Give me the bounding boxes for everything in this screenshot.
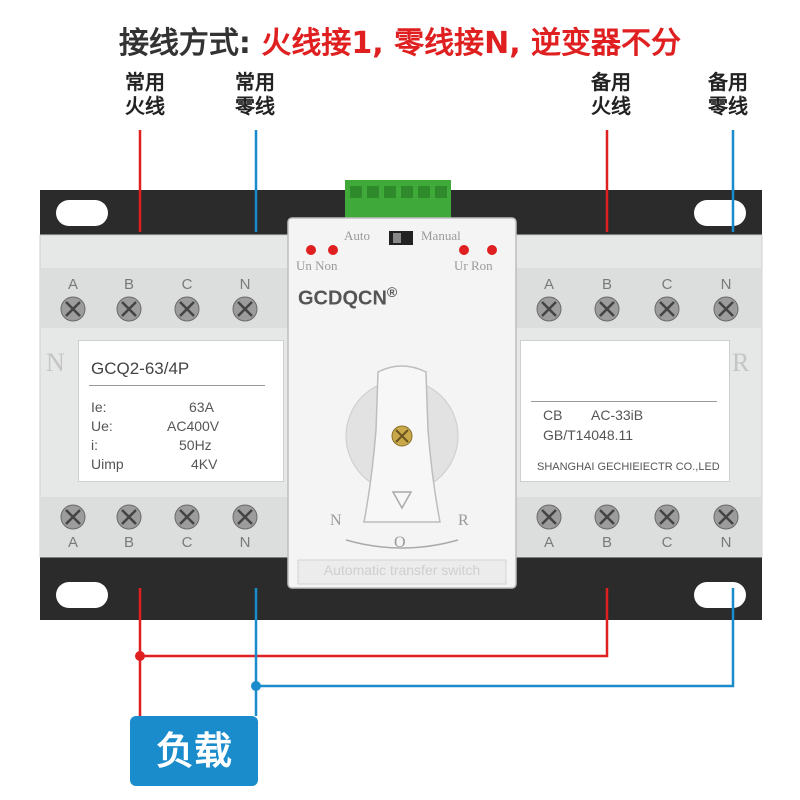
terminal-letter-tl-a: A <box>67 276 78 293</box>
terminal-letter-br-a: A <box>543 534 554 551</box>
label-backup-neutral-line2: 零线 <box>708 94 748 118</box>
load-box: 负载 <box>130 716 258 786</box>
model-number: GCQ2-63/4P <box>91 359 190 378</box>
top-right-mount-hole <box>694 200 746 226</box>
spec-key-freq: i: <box>91 437 98 453</box>
terminal-letter-tr-a: A <box>543 276 554 293</box>
manual-label: Manual <box>421 228 461 243</box>
right-side-letter: R <box>732 348 750 377</box>
label-normal-live: 常用 火线 <box>115 70 175 118</box>
label-normal-neutral: 常用 零线 <box>225 70 285 118</box>
bottom-left-mount-hole <box>56 582 108 608</box>
terminal-letter-tl-b: B <box>123 276 134 293</box>
registered-mark: ® <box>386 284 398 300</box>
manufacturer: SHANGHAI GECHIEIECTR CO.,LED <box>537 461 720 473</box>
label-normal-live-line1: 常用 <box>125 70 165 94</box>
top-left-mount-hole <box>56 200 108 226</box>
spec-value-ie: 63A <box>189 399 214 415</box>
label-normal-live-line2: 火线 <box>125 94 165 118</box>
bottom-right-mount-hole <box>694 582 746 608</box>
auto-label: Auto <box>344 228 370 243</box>
terminal-letter-bl-a: A <box>67 534 78 551</box>
spec-key-ie: Ie: <box>91 399 107 415</box>
cert-cb: CB <box>543 407 563 423</box>
dial-arc <box>345 539 459 549</box>
label-backup-live-line1: 备用 <box>591 70 631 94</box>
module-footer-band <box>297 559 507 585</box>
wire-live-bridge <box>140 588 609 658</box>
control-terminal-screws <box>350 186 447 198</box>
headline-highlight: 火线接1, 零线接N, 逆变器不分 <box>261 26 682 61</box>
spec-value-uimp: 4KV <box>191 456 218 472</box>
label-backup-live-line2: 火线 <box>591 94 631 118</box>
led-un <box>306 245 316 255</box>
brand-logo: GCDQCN® <box>298 284 397 311</box>
dial-label-o: O <box>394 534 406 551</box>
terminal-letter-tr-b: B <box>601 276 612 293</box>
dial-label-r: R <box>458 512 469 529</box>
label-normal-neutral-line1: 常用 <box>235 70 275 94</box>
terminal-letter-tl-n: N <box>239 276 251 293</box>
left-led-labels: Un Non <box>296 258 338 273</box>
control-terminal-block <box>345 180 451 220</box>
wire-neutral-bridge <box>256 588 735 688</box>
spec-key-ue: Ue: <box>91 418 113 434</box>
live-junction-dot <box>135 651 145 661</box>
terminal-letter-bl-c: C <box>181 534 193 551</box>
neutral-junction-dot <box>251 681 261 691</box>
label-backup-live: 备用 火线 <box>581 70 641 118</box>
terminal-screws <box>60 296 739 530</box>
terminal-letter-tl-c: C <box>181 276 193 293</box>
module-footer-text: Automatic transfer switch <box>323 562 481 578</box>
plate-divider <box>89 385 265 386</box>
led-ron <box>487 245 497 255</box>
right-rating-plate: CB AC-33iB GB/T14048.11 SHANGHAI GECHIEI… <box>520 340 730 482</box>
dial-label-n: N <box>330 512 342 529</box>
spec-key-uimp: Uimp <box>91 456 124 472</box>
brand-name: GCDQCN <box>298 287 387 310</box>
spec-value-ue: AC400V <box>167 418 220 434</box>
dial-pointer-icon <box>391 491 413 510</box>
terminal-letter-bl-b: B <box>123 534 134 551</box>
terminal-letter-br-c: C <box>661 534 673 551</box>
selector-knob <box>393 233 401 243</box>
right-plate-divider <box>531 401 717 402</box>
right-led-labels: Ur Ron <box>454 258 493 273</box>
label-backup-neutral: 备用 零线 <box>698 70 758 118</box>
led-ur <box>459 245 469 255</box>
spec-value-freq: 50Hz <box>179 437 212 453</box>
left-rating-plate: GCQ2-63/4P Ie: 63A Ue: AC400V i: 50Hz Ui… <box>78 340 284 482</box>
label-backup-neutral-line1: 备用 <box>708 70 748 94</box>
label-normal-neutral-line2: 零线 <box>235 94 275 118</box>
led-non <box>328 245 338 255</box>
wiring-headline: 接线方式: 火线接1, 零线接N, 逆变器不分 <box>0 18 800 62</box>
headline-prefix: 接线方式: <box>118 26 251 61</box>
terminal-letter-bl-n: N <box>239 534 251 551</box>
left-side-letter: N <box>46 348 65 377</box>
cert-utilization: AC-33iB <box>591 407 644 423</box>
cert-standard: GB/T14048.11 <box>543 427 634 443</box>
terminal-letter-br-n: N <box>720 534 732 551</box>
terminal-letter-tr-n: N <box>720 276 732 293</box>
terminal-letter-br-b: B <box>601 534 612 551</box>
dial-screw-slot <box>395 429 409 443</box>
terminal-letter-tr-c: C <box>661 276 673 293</box>
